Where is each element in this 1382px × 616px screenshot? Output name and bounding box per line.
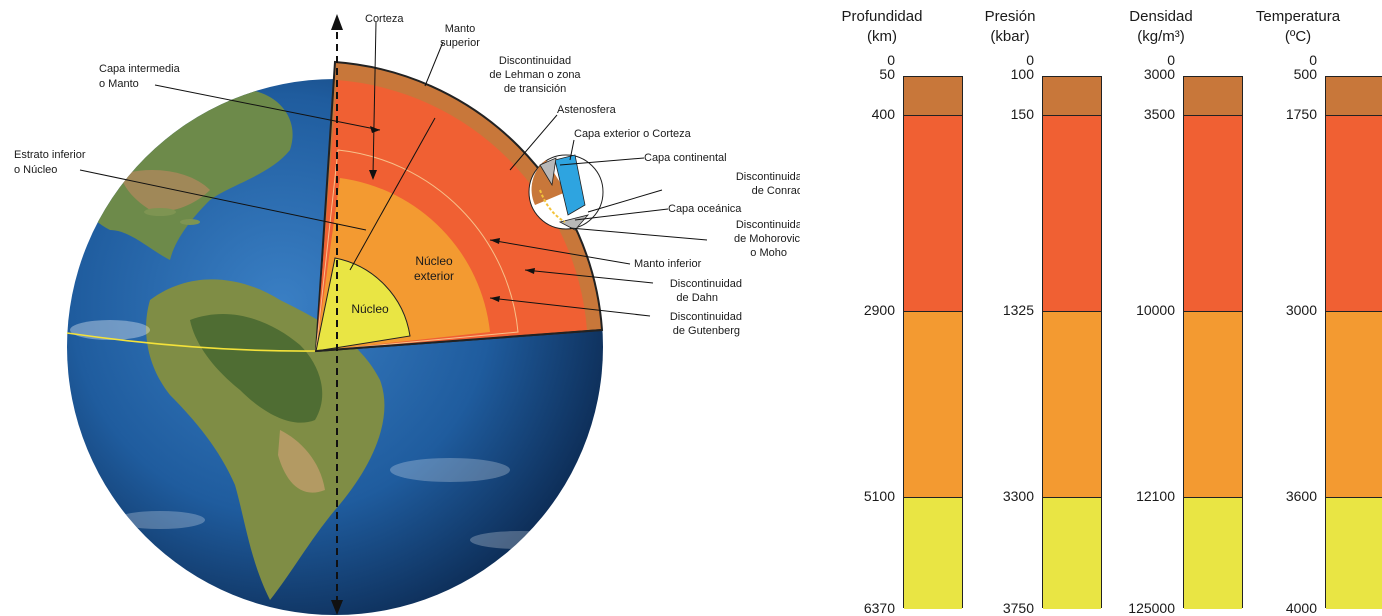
label-manto-superior-1: Manto [445, 23, 476, 35]
layer-segment-manto [904, 115, 962, 311]
label-nucleo-exterior-2: exterior [414, 269, 454, 283]
label-estrato-inferior-1: Estrato inferior [14, 149, 86, 161]
label-gutenberg-1: Discontinuidad [670, 311, 742, 323]
layer-segment-nucleo-exterior [904, 311, 962, 497]
label-manto-inferior: Manto inferior [634, 258, 702, 270]
layer-segment-corteza [1043, 77, 1101, 115]
label-capa-intermedia-1: Capa intermedia [99, 63, 181, 75]
tick-label: 0 [1026, 52, 1034, 68]
tick-label: 150 [1010, 106, 1034, 122]
column-title: Densidad [1129, 8, 1193, 25]
label-dahn-1: Discontinuidad [670, 278, 742, 290]
tick-label: 0 [887, 52, 895, 68]
label-capa-oceanica: Capa oceánica [668, 203, 742, 215]
equator-line [66, 329, 601, 352]
column-title: Profundidad [841, 8, 923, 25]
layer-segment-nucleo-interior [1326, 497, 1382, 609]
tick-label: 3500 [1143, 106, 1175, 122]
layer-segment-corteza [1326, 77, 1382, 115]
layer-segment-nucleo-interior [1043, 497, 1101, 609]
layer-segment-nucleo-interior [1184, 497, 1242, 609]
layer-bar [1042, 76, 1102, 609]
tick-label: 0 [1309, 52, 1317, 68]
cutaway-section [314, 60, 604, 353]
axis-arrow-bottom [331, 600, 343, 615]
label-mohorovicic-2: de Mohorovicic [734, 233, 800, 245]
label-dahn-2: de Dahn [676, 292, 718, 304]
diagram-labels: Corteza Manto superior Discontinuidad de… [14, 13, 800, 337]
label-conrad-2: de Conrad [752, 185, 800, 197]
layer-bar [1325, 76, 1382, 609]
tick-label: 3600 [1285, 488, 1317, 504]
column-unit: (kbar) [990, 28, 1030, 45]
tick-label: 500 [1293, 66, 1317, 82]
tick-label: 0 [1167, 52, 1175, 68]
label-mohorovicic-1: Discontinuidad [736, 219, 800, 231]
label-capa-exterior: Capa exterior o Corteza [574, 128, 692, 140]
tick-label: 50 [879, 66, 895, 82]
label-lehman-1: Discontinuidad [499, 55, 571, 67]
label-lehman-2: de Lehman o zona [489, 69, 581, 81]
layer-segment-corteza [1184, 77, 1242, 115]
leader-lines [79, 21, 708, 317]
label-conrad-1: Discontinuidad [736, 171, 800, 183]
tick-label: 1750 [1285, 106, 1317, 122]
tick-label: 100 [1010, 66, 1034, 82]
label-lehman-3: de transición [504, 83, 566, 95]
label-manto-superior-2: superior [440, 37, 480, 49]
tick-label: 3000 [1285, 302, 1317, 318]
label-astenosfera: Astenosfera [557, 104, 617, 116]
tick-label: 3000 [1143, 66, 1175, 82]
axis-arrow-top [331, 14, 343, 30]
label-mohorovicic-3: o Moho [750, 247, 787, 259]
tick-label: 6370 [863, 600, 895, 616]
tick-label: 10000 [1136, 302, 1175, 318]
column-unit: (km) [867, 28, 897, 45]
tick-label: 5100 [863, 488, 895, 504]
layer-segment-manto [1326, 115, 1382, 311]
tick-label: 3300 [1002, 488, 1034, 504]
layer-segment-nucleo-interior [904, 497, 962, 609]
column-unit: (kg/m³) [1137, 28, 1185, 45]
tick-label: 1325 [1002, 302, 1034, 318]
layer-segment-manto [1184, 115, 1242, 311]
tick-label: 3750 [1002, 600, 1034, 616]
tick-label: 4000 [1285, 600, 1317, 616]
column-title: Presión [984, 8, 1036, 25]
tick-label: 400 [871, 106, 895, 122]
layer-segment-nucleo-exterior [1184, 311, 1242, 497]
layer-segment-corteza [904, 77, 962, 115]
crust-detail-inset [528, 154, 604, 231]
layer-segment-nucleo-exterior [1043, 311, 1101, 497]
layer-segment-manto [1043, 115, 1101, 311]
column-unit: (ºC) [1284, 28, 1312, 45]
tick-label: 12100 [1136, 488, 1175, 504]
label-gutenberg-2: de Gutenberg [673, 325, 740, 337]
tick-label: 2900 [863, 302, 895, 318]
leader-arrowheads [369, 126, 535, 302]
label-estrato-inferior-2: o Núcleo [14, 164, 57, 176]
earth-cross-section-diagram: Corteza Manto superior Discontinuidad de… [14, 13, 800, 615]
column-title: Temperatura [1255, 8, 1341, 25]
layer-bar [903, 76, 963, 609]
label-corteza: Corteza [365, 13, 404, 25]
layer-bar [1183, 76, 1243, 609]
label-capa-continental: Capa continental [644, 152, 727, 164]
label-capa-intermedia-2: o Manto [99, 78, 139, 90]
tick-label: 125000 [1128, 600, 1175, 616]
label-nucleo-exterior-1: Núcleo [415, 254, 453, 268]
layer-segment-nucleo-exterior [1326, 311, 1382, 497]
label-nucleo: Núcleo [351, 302, 389, 316]
